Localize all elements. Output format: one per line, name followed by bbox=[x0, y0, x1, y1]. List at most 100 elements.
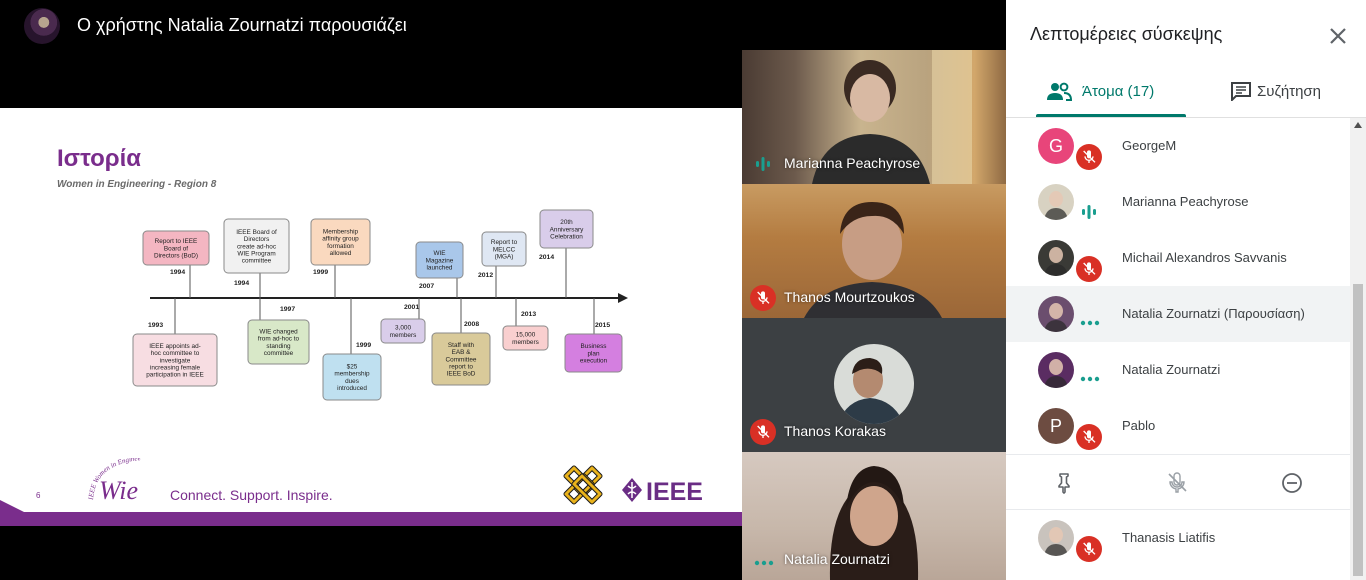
participant-row[interactable]: Michail Alexandros Savvanis bbox=[1006, 230, 1350, 286]
timeline-event-text: participation in IEEE bbox=[146, 372, 204, 379]
timeline-event-text: members bbox=[390, 332, 417, 339]
more-options-dots-icon bbox=[754, 560, 774, 566]
timeline-event-text: Membership bbox=[323, 229, 359, 236]
timeline-event-below-0: IEEE appoints ad-hoc committee toinvesti… bbox=[132, 298, 218, 387]
video-tile-marianna[interactable]: Marianna Peachyrose bbox=[742, 50, 1006, 184]
timeline-event-text: launched bbox=[427, 265, 453, 272]
participant-avatar bbox=[1038, 240, 1074, 276]
speaking-indicator-icon bbox=[756, 157, 770, 171]
timeline-year: 2015 bbox=[595, 322, 610, 329]
mic-off-icon bbox=[1076, 536, 1102, 562]
close-icon bbox=[1330, 28, 1346, 44]
video-tile-natalia[interactable]: Natalia Zournatzi bbox=[742, 452, 1006, 580]
more-options-dots-icon[interactable] bbox=[1080, 376, 1100, 382]
timeline-year: 2014 bbox=[539, 254, 554, 261]
participant-row[interactable]: Thanasis Liatifis bbox=[1006, 510, 1350, 566]
participant-avatar bbox=[1038, 352, 1074, 388]
tab-people[interactable]: Άτομα (17) bbox=[1036, 66, 1186, 118]
close-panel-button[interactable] bbox=[1324, 22, 1352, 50]
timeline-year: 2013 bbox=[521, 311, 536, 318]
participant-name: Thanasis Liatifis bbox=[1122, 530, 1216, 545]
timeline-event-text: standing bbox=[266, 343, 291, 350]
participant-name: Marianna Peachyrose bbox=[1122, 194, 1249, 209]
panel-scrollbar[interactable] bbox=[1350, 118, 1366, 580]
active-tab-indicator bbox=[1036, 114, 1186, 117]
timeline-event-box bbox=[132, 333, 218, 387]
wie-logo-text: Wie bbox=[99, 476, 138, 505]
tab-chat[interactable]: Συζήτηση bbox=[1222, 66, 1342, 118]
mic-off-icon bbox=[1076, 256, 1102, 282]
video-tile-thanos-mourtzoukos[interactable]: Thanos Mourtzoukos bbox=[742, 184, 1006, 318]
people-icon bbox=[1047, 82, 1072, 101]
slide-footer-bar bbox=[0, 512, 742, 526]
celtic-knot-logo bbox=[563, 465, 603, 505]
timeline-year: 2001 bbox=[404, 304, 419, 311]
scroll-up-arrow-icon[interactable] bbox=[1354, 122, 1362, 128]
participant-row[interactable]: Natalia Zournatzi bbox=[1006, 342, 1350, 398]
remove-participant-icon[interactable] bbox=[1280, 471, 1304, 495]
timeline-event-text: affinity group bbox=[322, 236, 359, 243]
meeting-details-panel: Λεπτομέρειες σύσκεψης Άτομα (17) Συζήτησ… bbox=[1006, 0, 1366, 580]
more-options-dots-icon[interactable] bbox=[1080, 320, 1100, 326]
participant-avatar-large bbox=[834, 344, 914, 424]
video-tile-thanos-korakas[interactable]: Thanos Korakas bbox=[742, 318, 1006, 452]
shared-slide: Ιστορία Women in Engineering - Region 8 … bbox=[0, 108, 742, 526]
timeline-event-text: IEEE Board of bbox=[236, 229, 277, 236]
timeline-event-text: committee bbox=[264, 350, 294, 357]
timeline-event-text: increasing female bbox=[150, 365, 201, 372]
participant-name: Natalia Zournatzi (Παρουσίαση) bbox=[1122, 306, 1305, 321]
timeline-event-text: $25 bbox=[347, 364, 358, 371]
timeline-event-text: Committee bbox=[446, 356, 477, 363]
participant-name: GeorgeM bbox=[1122, 138, 1177, 153]
timeline-event-text: Board of bbox=[164, 245, 188, 252]
timeline-year: 1997 bbox=[280, 306, 295, 313]
timeline-event-text: Directors bbox=[244, 236, 270, 243]
participant-row[interactable]: Natalia Zournatzi (Παρουσίαση) bbox=[1006, 286, 1350, 342]
timeline-event-box bbox=[322, 353, 382, 401]
participant-avatar bbox=[1038, 520, 1074, 556]
timeline-event-box bbox=[223, 218, 290, 274]
pin-icon[interactable] bbox=[1052, 471, 1076, 495]
mute-participant-icon[interactable] bbox=[1165, 471, 1189, 495]
timeline-event-text: from ad-hoc to bbox=[258, 336, 300, 343]
timeline-event-box bbox=[415, 241, 464, 279]
participant-video bbox=[812, 50, 972, 184]
timeline-event-text: Business bbox=[581, 343, 607, 350]
timeline-event-text: formation bbox=[327, 243, 354, 250]
timeline-year: 2007 bbox=[419, 283, 434, 290]
presenter-avatar bbox=[24, 8, 60, 44]
tile-name: Marianna Peachyrose bbox=[784, 155, 921, 171]
participant-row[interactable]: Marianna Peachyrose bbox=[1006, 174, 1350, 230]
timeline-event-box bbox=[564, 333, 623, 373]
participant-actions-row bbox=[1006, 454, 1350, 510]
timeline-event-text: report to bbox=[449, 364, 473, 371]
timeline-event-text: membership bbox=[334, 371, 370, 378]
ieee-logo: IEEE bbox=[622, 478, 703, 504]
timeline-event-text: MELCC bbox=[493, 246, 516, 253]
timeline-year: 1994 bbox=[234, 280, 249, 287]
timeline-event-text: investigate bbox=[160, 357, 191, 364]
timeline-event-text: WIE changed bbox=[259, 329, 298, 336]
timeline-event-box bbox=[247, 319, 310, 365]
wie-logo-arc: IEEE Women in Engineering bbox=[85, 458, 141, 501]
timeline-event-box bbox=[310, 218, 371, 266]
slide-title: Ιστορία bbox=[57, 145, 142, 172]
timeline-event-text: members bbox=[512, 339, 539, 346]
timeline-event-box bbox=[502, 325, 549, 351]
timeline-event-text: 3,000 bbox=[395, 325, 411, 332]
participant-avatar bbox=[1038, 296, 1074, 332]
scrollbar-thumb[interactable] bbox=[1353, 284, 1363, 576]
participant-name: Natalia Zournatzi bbox=[1122, 362, 1221, 377]
slide-tagline: Connect. Support. Inspire. bbox=[170, 487, 333, 503]
timeline-event-box bbox=[380, 318, 426, 344]
